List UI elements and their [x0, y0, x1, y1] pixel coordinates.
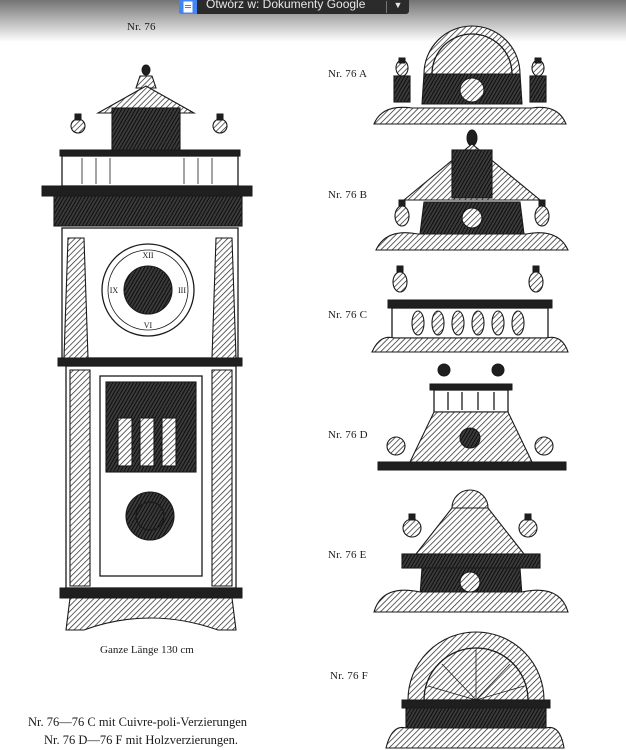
open-in-google-docs-button[interactable]: Otwórz w: Dokumenty Google ▼	[179, 0, 409, 14]
footer-line-2: Nr. 76 D—76 F mit Holzverzierungen.	[44, 733, 239, 747]
crest-76e-illustration	[373, 489, 569, 613]
google-docs-icon	[179, 0, 197, 14]
grandfather-clock-illustration: XII III VI IX	[41, 64, 253, 631]
toolbar-separator	[386, 1, 387, 13]
crest-label-76b: Nr. 76 B	[328, 189, 368, 201]
footer-line-1: Nr. 76—76 C mit Cuivre-poli-Verzierungen	[28, 715, 248, 729]
svg-text:IX: IX	[110, 286, 119, 295]
crest-76a-illustration	[373, 25, 567, 125]
clock-length-caption: Ganze Länge 130 cm	[100, 644, 194, 656]
crest-label-76e: Nr. 76 E	[328, 549, 367, 561]
crest-76f-illustration	[385, 631, 565, 749]
crest-label-76f: Nr. 76 F	[330, 670, 368, 682]
svg-text:III: III	[178, 286, 186, 295]
svg-text:XII: XII	[142, 251, 153, 260]
open-in-google-docs-label: Otwórz w: Dokumenty Google	[206, 0, 366, 11]
crest-76d-illustration	[377, 363, 567, 471]
crest-76c-illustration	[371, 265, 569, 353]
crest-label-76a: Nr. 76 A	[328, 68, 368, 80]
crest-label-76d: Nr. 76 D	[328, 429, 368, 441]
svg-text:VI: VI	[144, 321, 153, 330]
header-label: Nr. 76	[127, 21, 156, 33]
crest-76b-illustration	[375, 129, 569, 251]
crest-label-76c: Nr. 76 C	[328, 309, 368, 321]
chevron-down-icon[interactable]: ▼	[393, 0, 403, 10]
